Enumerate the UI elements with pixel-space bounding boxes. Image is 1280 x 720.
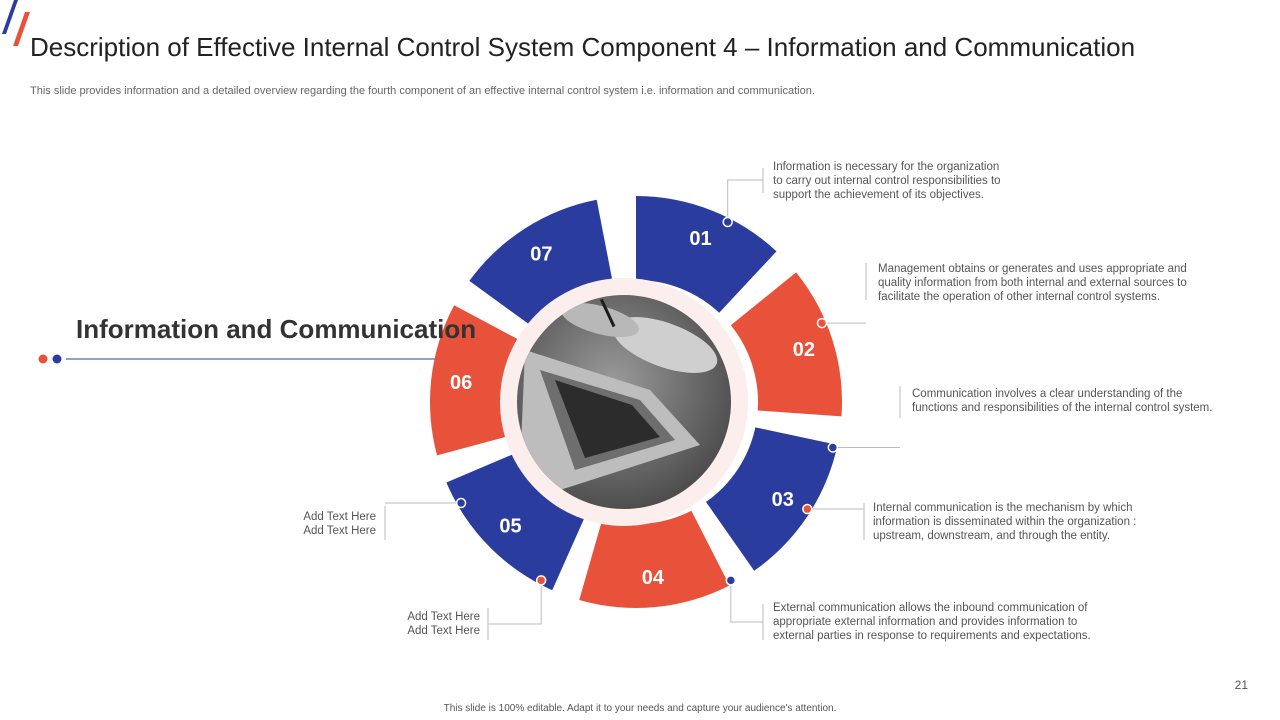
segment-03-description: Communication involves a clear understan… [912, 388, 1213, 414]
segment-04-description: Internal communication is the mechanism … [873, 502, 1137, 542]
page-number: 21 [1234, 678, 1248, 692]
segment-05-label: 05 [499, 515, 521, 537]
segment-03-connector [827, 386, 901, 453]
segment-04-label: 04 [642, 567, 665, 589]
segment-05-connector [725, 575, 764, 640]
segment-01-description: Information is necessary for the organiz… [773, 161, 1001, 201]
heading-underline [38, 354, 505, 364]
segment-01 [636, 196, 777, 313]
segment-02-label: 02 [793, 339, 815, 361]
segment-01-connector [722, 168, 764, 228]
segment-04-connector [802, 503, 865, 540]
page-subtitle: This slide provides information and a de… [30, 85, 815, 97]
segment-07-label: 07 [530, 244, 552, 266]
segment-03 [705, 427, 838, 571]
segment-03-label: 03 [772, 489, 794, 511]
main-heading: Information and Communication [76, 314, 477, 344]
segment-06-label: 06 [450, 372, 472, 394]
brand-logo-icon [2, 0, 30, 46]
footer-note: This slide is 100% editable. Adapt it to… [443, 703, 837, 714]
center-photo [517, 295, 731, 509]
segment-06-connector [487, 575, 547, 640]
segment-07-connector [384, 497, 467, 540]
segment-05 [446, 449, 587, 591]
segment-02-description: Management obtains or generates and uses… [878, 263, 1187, 303]
segment-02-connector [816, 263, 867, 329]
segment-02 [730, 272, 842, 417]
segment-05-description: External communication allows the inboun… [773, 602, 1091, 642]
segment-07 [469, 199, 613, 331]
page-title: Description of Effective Internal Contro… [30, 32, 1136, 62]
segment-01-label: 01 [689, 228, 711, 250]
segment-04 [579, 510, 730, 608]
